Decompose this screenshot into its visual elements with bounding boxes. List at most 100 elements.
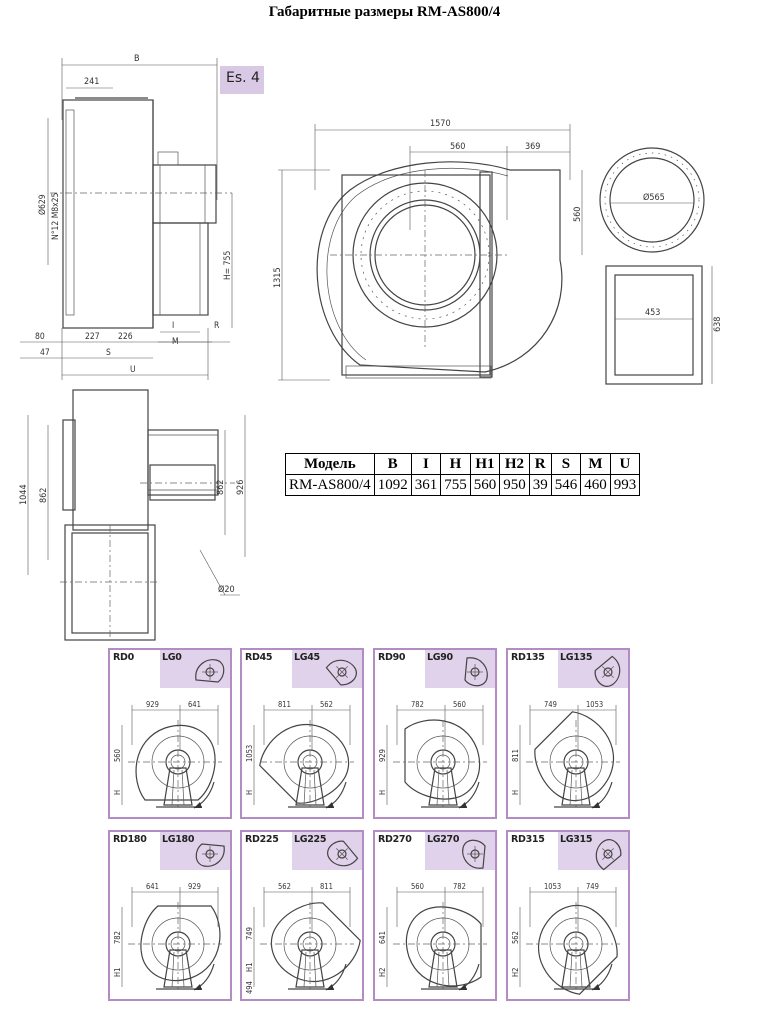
table-cell: 560 — [469, 474, 501, 496]
dim-1570: 1570 — [430, 119, 451, 129]
rotation-icon — [195, 843, 225, 867]
rd-label: RD270 — [378, 834, 412, 845]
table-cell: RM-AS800/4 — [285, 474, 375, 496]
rect-flange-drawing: 453 638 — [605, 265, 723, 385]
dim-227: 227 — [85, 332, 100, 342]
dim-extra: 494 — [245, 981, 254, 994]
h-label: H1 — [113, 968, 122, 977]
dim-U: U — [130, 365, 136, 375]
dim-369: 369 — [525, 142, 540, 152]
dim-top-a: 641 — [146, 882, 159, 891]
dim-side: 1053 — [245, 745, 254, 762]
lg-label: LG225 — [294, 834, 327, 845]
dim-top-b: 1053 — [586, 700, 603, 709]
dim-side: 641 — [378, 931, 387, 944]
dim-560: 560 — [450, 142, 465, 152]
dim-top-b: 929 — [188, 882, 201, 891]
table-header: R — [528, 453, 552, 475]
rd-label: RD225 — [245, 834, 279, 845]
orientation-header-bg — [425, 650, 495, 688]
dim-top-b: 560 — [453, 700, 466, 709]
h-label: H2 — [378, 968, 387, 977]
dim-453: 453 — [645, 308, 660, 318]
dim-926: 926 — [236, 480, 246, 495]
dim-top-b: 811 — [320, 882, 333, 891]
front-view-drawing: 1570 560 369 560 1315 — [273, 119, 583, 381]
dim-629: Ø629 — [37, 194, 48, 215]
dim-side: 749 — [245, 927, 254, 940]
dim-top-b: 641 — [188, 700, 201, 709]
dim-top-a: 782 — [411, 700, 424, 709]
rotation-icon — [464, 657, 488, 687]
table-header: S — [550, 453, 582, 475]
dim-20: Ø20 — [218, 584, 235, 595]
table-cell: 993 — [609, 474, 641, 496]
dim-top-a: 560 — [411, 882, 424, 891]
dim-565: Ø565 — [643, 192, 665, 203]
h-label: H2 — [511, 968, 520, 977]
table-header: H2 — [499, 453, 530, 475]
h-label: H1 — [245, 963, 254, 972]
dim-862-right: 862 — [216, 480, 226, 495]
dim-1044: 1044 — [19, 484, 29, 505]
dim-top-b: 562 — [320, 700, 333, 709]
table-header: U — [609, 453, 641, 475]
dim-H: H= 755 — [223, 251, 233, 280]
rotation-icon — [195, 659, 225, 683]
table-cell: 546 — [550, 474, 582, 496]
table-row: RM-AS800/4 1092 361 755 560 950 39 546 4… — [285, 474, 641, 496]
rd-label: RD135 — [511, 652, 545, 663]
top-view-drawing: 1044 862 862 926 Ø20 — [19, 389, 246, 641]
dim-side: 811 — [511, 749, 520, 762]
rd-label: RD90 — [378, 652, 406, 663]
dim-1315: 1315 — [273, 267, 283, 288]
dim-top-a: 749 — [544, 700, 557, 709]
dim-241: 241 — [84, 77, 99, 87]
dim-top-b: 782 — [453, 882, 466, 891]
dim-top-a: 562 — [278, 882, 291, 891]
rotation-icon — [595, 839, 622, 871]
lg-label: LG45 — [294, 652, 320, 663]
rd-label: RD45 — [245, 652, 273, 663]
lg-label: LG315 — [560, 834, 593, 845]
table-cell: 1092 — [373, 474, 412, 496]
round-flange-drawing: Ø565 — [599, 147, 705, 253]
lg-label: LG90 — [427, 652, 453, 663]
h-label: H — [245, 790, 254, 795]
dim-top-a: 1053 — [544, 882, 561, 891]
rotation-icon — [327, 840, 359, 867]
dim-R: R — [214, 321, 220, 331]
dim-side: 929 — [378, 749, 387, 762]
dim-side: 560 — [113, 749, 122, 762]
h-label: H — [378, 790, 387, 795]
dim-top-a: 811 — [278, 700, 291, 709]
dim-638: 638 — [713, 317, 723, 332]
rotation-icon — [325, 659, 357, 686]
spec-table: Модель B I H H1 H2 R S M U RM-AS800/4 10… — [285, 453, 641, 496]
rd-label: RD315 — [511, 834, 545, 845]
dim-holes: N°12 M8x25 — [51, 192, 61, 240]
h-label: H — [113, 790, 122, 795]
dim-side: 782 — [113, 931, 122, 944]
table-cell: 361 — [410, 474, 442, 496]
dim-S: S — [106, 348, 111, 358]
table-cell: 950 — [499, 474, 530, 496]
table-cell: 755 — [440, 474, 471, 496]
table-cell: 39 — [528, 474, 552, 496]
page-title: Габаритные размеры RM-AS800/4 — [268, 4, 501, 20]
rd-label: RD180 — [113, 834, 147, 845]
rotation-icon — [462, 839, 486, 869]
